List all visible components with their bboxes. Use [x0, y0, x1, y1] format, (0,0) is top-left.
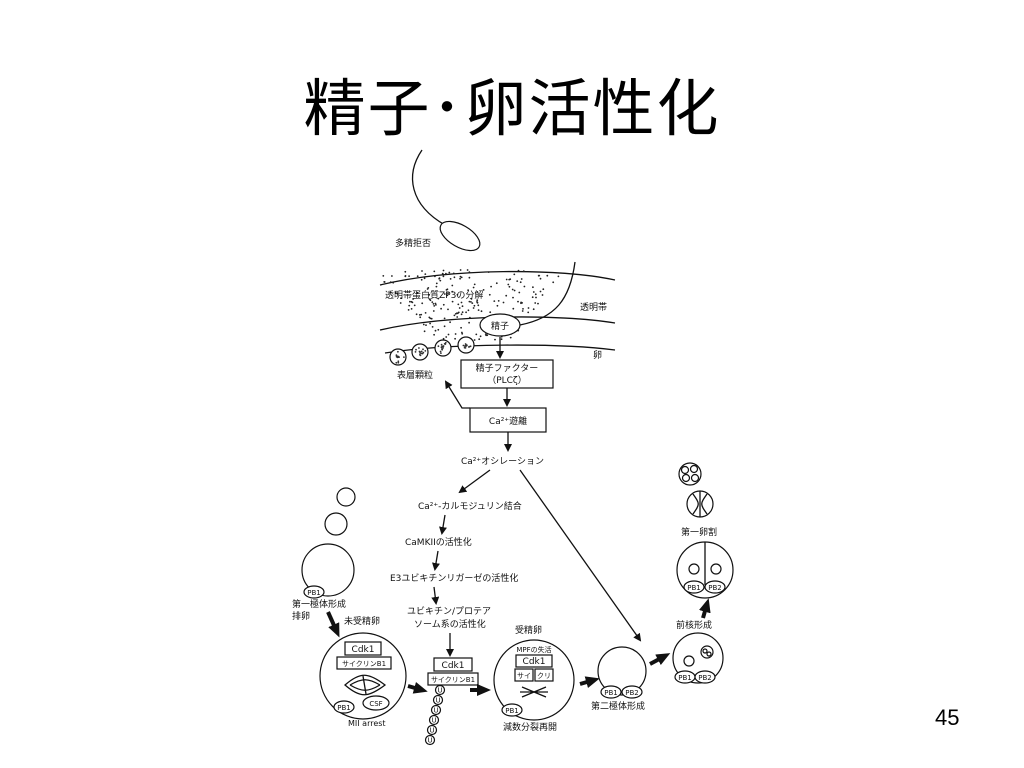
label-egg: 卵	[593, 350, 602, 361]
label-e3-ligase: E3ユビキチンリガーゼの活性化	[390, 572, 518, 584]
ubiquitin-label: U	[437, 687, 442, 695]
label-cyclin-frag-1: サイ	[517, 672, 531, 680]
slide-title: 精子･卵活性化	[303, 72, 721, 145]
label-cdk1-fert: Cdk1	[523, 657, 546, 667]
label-ca-calmodulin: Ca²⁺-カルモジュリン結合	[418, 500, 522, 512]
label-mii-arrest: MII arrest	[348, 719, 386, 728]
ubiquitin-label: U	[433, 707, 438, 715]
zp3-dots	[382, 269, 560, 341]
label-zona-pellucida: 透明帯	[580, 301, 607, 313]
spindle-left	[344, 674, 387, 696]
fertilized-egg-circle	[493, 639, 575, 721]
ubiquitin-unit	[430, 704, 442, 716]
cortical-granules	[389, 336, 475, 366]
label-pb1-pronuc: PB1	[678, 674, 691, 682]
label-pb1-left: PB1	[307, 589, 320, 597]
embryo-multicell	[678, 462, 702, 486]
label-first-cleavage: 第一卵割	[681, 526, 717, 538]
label-unfertilized-egg: 未受精卵	[344, 615, 380, 627]
label-zp3-degradation: 透明帯蛋白質ZP3の分解	[385, 289, 483, 301]
label-cortical-granules: 表層顆粒	[397, 369, 433, 381]
label-polyspermy-block: 多精拒否	[395, 237, 431, 249]
oocyte-circle	[301, 543, 355, 597]
label-cyclin-left: サイクリンB1	[342, 660, 386, 668]
cdk1-box-fert	[515, 654, 553, 668]
ubiquitin-label: U	[431, 717, 436, 725]
label-pb1-fert: PB1	[505, 707, 518, 715]
label-ubiquitin-line2: ソーム系の活性化	[414, 618, 486, 630]
label-ca-oscillation: Ca²⁺オシレーション	[461, 456, 544, 467]
label-cdk1-ub: Cdk1	[442, 661, 465, 671]
polar-body-small-2	[324, 512, 348, 536]
csf-oval	[362, 695, 390, 711]
pb1-left	[303, 585, 325, 599]
label-sperm: 精子	[491, 320, 509, 332]
label-ca-release: Ca²⁺遊離	[489, 415, 527, 427]
sperm-head	[439, 220, 481, 252]
ubiquitin-label: U	[427, 737, 432, 745]
label-pronucleus: 前核形成	[676, 619, 712, 631]
ubiquitin-label: U	[429, 727, 434, 735]
cyclin-box-left	[336, 656, 392, 670]
label-ovulation: 排卵	[292, 610, 310, 622]
label-pb1-unfert: PB1	[337, 704, 350, 712]
ubiquitin-unit	[428, 714, 440, 726]
sperm-figure	[411, 149, 481, 252]
label-pb1-second: PB1	[604, 689, 617, 697]
pb1-unfert	[333, 700, 355, 714]
label-csf: CSF	[369, 700, 382, 708]
label-meiosis-resume: 減数分裂再開	[503, 721, 557, 733]
label-pb1-cleave: PB1	[687, 584, 700, 592]
ubiquitin-label: U	[435, 697, 440, 705]
sperm-oval	[479, 313, 521, 337]
sperm-tail-entering	[519, 261, 576, 326]
cdk1-box-left	[344, 641, 382, 656]
ubiquitin-unit	[424, 734, 436, 746]
ubiquitin-unit	[426, 724, 438, 736]
page-number: 45	[935, 705, 960, 730]
label-pb2-pronuc: PB2	[698, 674, 711, 682]
cyclin-box-ub	[427, 672, 479, 686]
label-fertilized-egg: 受精卵	[515, 624, 542, 636]
ubiquitin-unit	[432, 694, 444, 706]
ubiquitin-unit	[434, 684, 446, 696]
sperm-factor-box	[460, 359, 554, 389]
cdk1-box-ub	[433, 657, 473, 672]
label-pb2-cleave: PB2	[708, 584, 721, 592]
label-sperm-factor: 精子ファクター	[476, 362, 539, 374]
egg-membrane-line	[384, 344, 616, 354]
label-pb2-second: PB2	[625, 689, 638, 697]
polar-body-small-1	[336, 487, 356, 507]
label-camkii: CaMKIIの活性化	[405, 536, 472, 548]
label-first-polar-body: 第一極体形成	[292, 598, 346, 610]
label-plc-zeta: （PLCζ）	[487, 375, 527, 386]
label-ubiquitin-line1: ユビキチン/プロテア	[407, 606, 491, 617]
label-cdk1-left: Cdk1	[352, 645, 375, 655]
second-polar-egg	[597, 646, 647, 696]
label-cyclin-frag-2: クリ	[537, 672, 551, 680]
spindle-fert	[520, 686, 548, 698]
label-cyclin-ub: サイクリンB1	[431, 676, 475, 684]
label-mpf-loss: MPFの失活	[516, 645, 551, 654]
label-second-polar-body: 第二極体形成	[591, 700, 645, 712]
zona-outer-line	[379, 270, 616, 286]
